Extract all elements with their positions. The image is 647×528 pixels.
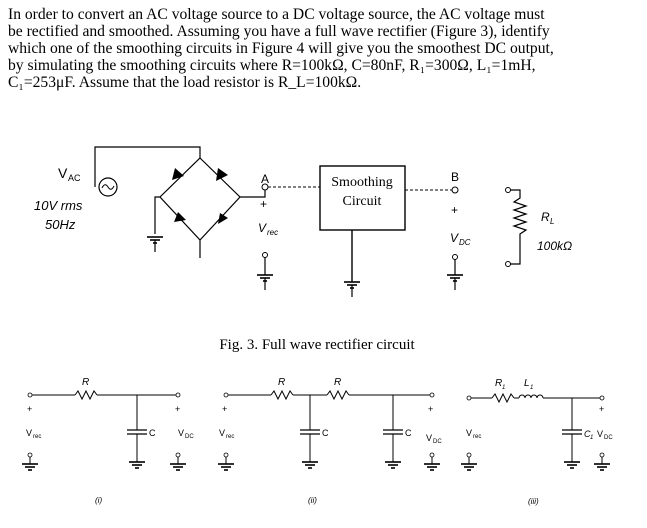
r1-sub: 1: [502, 385, 505, 391]
bridge-rectifier: [159, 157, 241, 241]
c1-label: C: [322, 428, 329, 438]
vdc-label: V: [178, 428, 184, 438]
caption-iii: (iii): [528, 497, 539, 506]
question-line-1: In order to convert an AC voltage source…: [8, 6, 545, 23]
vrec-sub: rec: [473, 434, 481, 440]
source-frequency: 50Hz: [45, 217, 76, 232]
resistor-r1-icon: [491, 392, 515, 404]
vac-label: V: [58, 165, 68, 181]
c2-label: C: [405, 428, 412, 438]
rl-value: 100kΩ: [537, 239, 572, 253]
vdc-sub: DC: [459, 238, 471, 247]
circuit-ii: R R + V rec C C + V DC (ii): [217, 377, 442, 505]
vdc-label: V: [426, 433, 432, 443]
vac-sub: AC: [68, 173, 81, 183]
plus-sign: +: [599, 404, 604, 414]
r-label: R: [82, 377, 89, 388]
figure-3-caption: Fig. 3. Full wave rectifier circuit: [219, 337, 415, 353]
vrec-label: V: [219, 428, 225, 438]
node-a-label: A: [261, 172, 269, 186]
l1-sub: 1: [530, 385, 533, 391]
smoothing-line-1: Smoothing: [331, 175, 392, 190]
vdc-sub: DC: [604, 435, 613, 441]
source-voltage: 10V rms: [34, 198, 83, 213]
vrec-label: V: [466, 428, 472, 438]
vdc-label: V: [450, 231, 459, 245]
vdc-sub: DC: [433, 439, 442, 445]
resistor-1-icon: [270, 389, 294, 401]
plus-sign: +: [222, 404, 227, 414]
r1-label: R: [495, 378, 502, 389]
node-b-label: B: [451, 170, 459, 184]
c-label: C: [149, 428, 156, 438]
caption-i: (i): [95, 496, 102, 505]
vdc-sub: DC: [185, 434, 194, 440]
question-text: In order to convert an AC voltage source…: [8, 6, 640, 91]
plus-sign: +: [428, 404, 433, 414]
plus-sign: +: [175, 404, 180, 414]
load-resistor-icon: [510, 189, 528, 265]
question-line-5: C₁=253μF. Assume that the load resistor …: [8, 74, 362, 91]
vrec-sub: rec: [226, 434, 234, 440]
figure-3: V AC 10V rms 50Hz A + V rec Smoothing Ci…: [34, 146, 572, 353]
r1-label: R: [278, 377, 285, 388]
circuit-i: R + V rec C + V DC (i): [21, 377, 194, 505]
vdc-plus: +: [451, 203, 458, 217]
vrec-plus: +: [260, 197, 267, 211]
vrec-label: V: [26, 428, 32, 438]
resistor-icon: [74, 389, 98, 401]
circuit-iii: R 1 L 1 V rec C 1 + V DC (iii): [460, 378, 613, 506]
question-line-2: be rectified and smoothed. Assuming you …: [8, 23, 550, 40]
vdc-label: V: [597, 429, 603, 439]
vrec-sub: rec: [267, 228, 278, 237]
rl-sub: L: [550, 217, 554, 226]
rl-label: R: [541, 210, 550, 224]
plus-sign: +: [27, 404, 32, 414]
vrec-sub: rec: [33, 434, 41, 440]
l1-label: L: [524, 378, 530, 389]
question-line-4: by simulating the smoothing circuits whe…: [8, 57, 536, 74]
inductor-l1-icon: [518, 394, 544, 399]
c1-sub: 1: [590, 435, 593, 441]
smoothing-circuit-box: [319, 165, 406, 231]
vrec-label: V: [258, 221, 267, 235]
resistor-2-icon: [326, 389, 350, 401]
smoothing-line-2: Circuit: [343, 194, 382, 209]
question-line-3: which one of the smoothing circuits in F…: [8, 40, 554, 57]
r2-label: R: [334, 377, 341, 388]
caption-ii: (ii): [308, 496, 317, 505]
c1-label: C: [584, 429, 591, 439]
